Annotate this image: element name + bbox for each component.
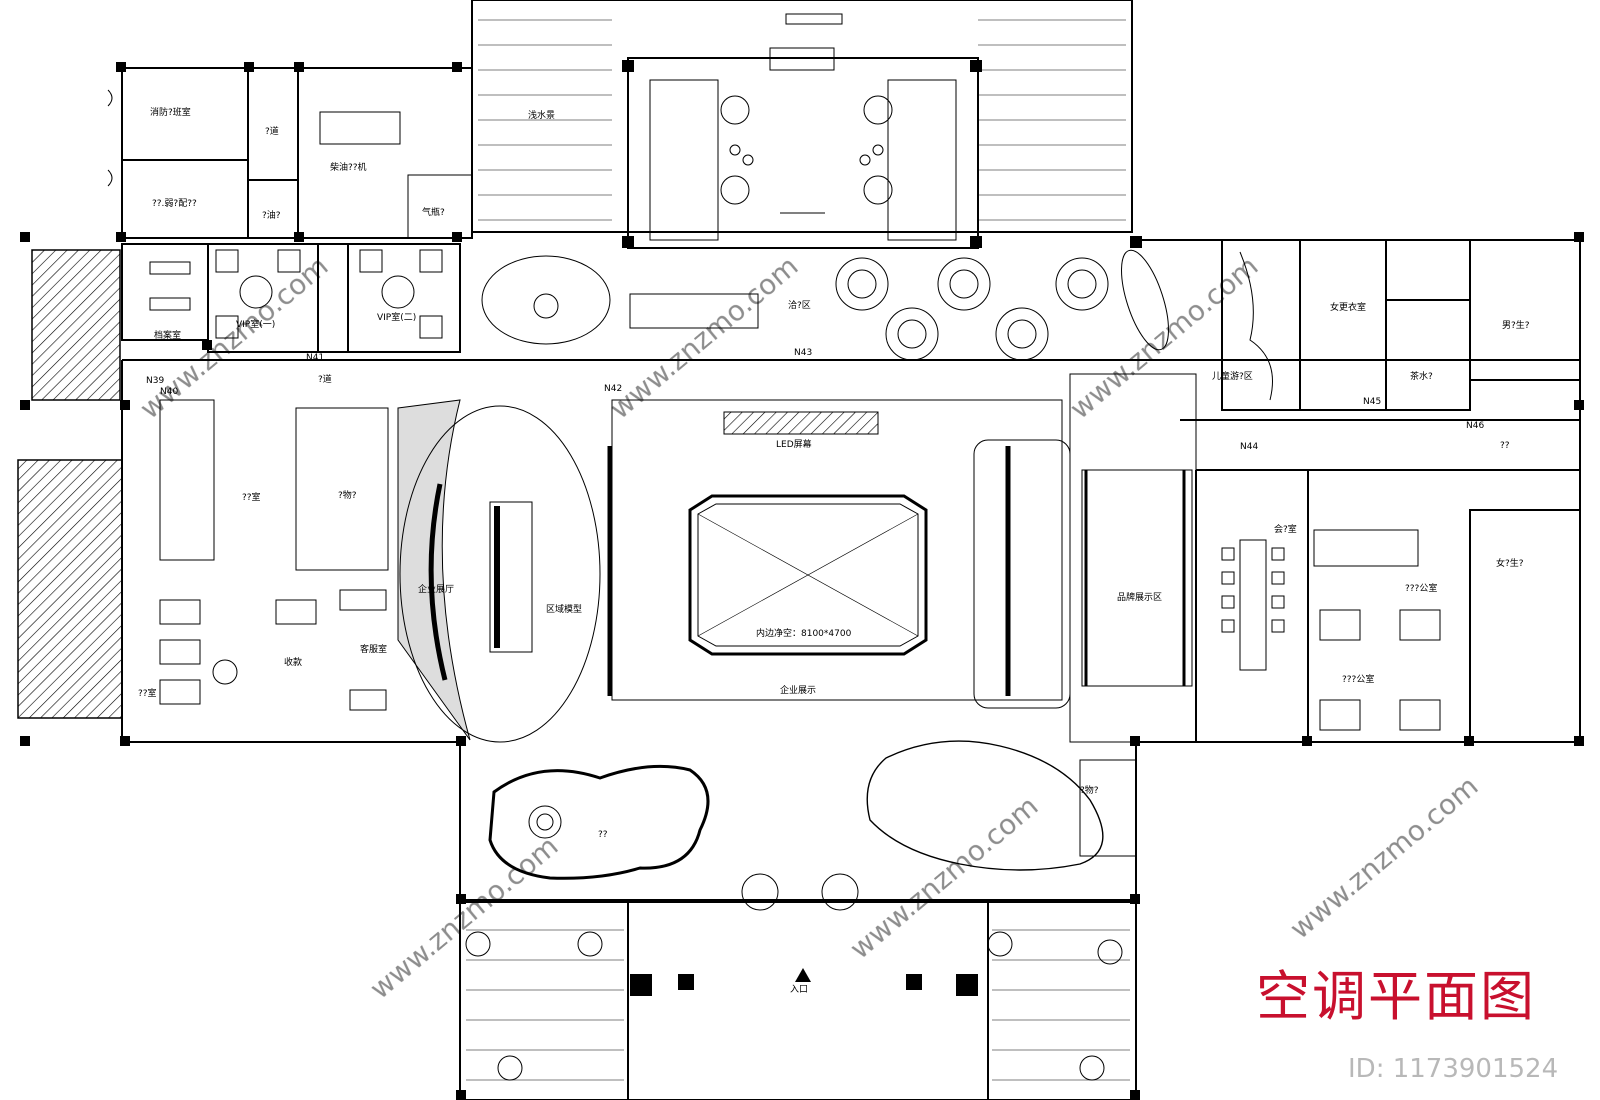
- left-office-zone: [159, 399, 389, 711]
- label-vip2: VIP室(二): [377, 311, 416, 323]
- label-diesel: 柴油??机: [330, 161, 367, 173]
- marker-n42: N42: [604, 384, 622, 394]
- watermark-text-4: www.znzmo.com: [363, 829, 564, 1005]
- drawing-title: 空调平面图: [1256, 965, 1536, 1028]
- label-shallow-water: 浅水景: [528, 109, 555, 121]
- label-oil: ?油?: [262, 209, 281, 221]
- enterprise-hall: [397, 399, 601, 743]
- label-enterprise-hall: 企业展厅: [418, 583, 454, 595]
- structural-columns: [20, 60, 1584, 1100]
- marker-n46: N46: [1466, 421, 1484, 431]
- right-offices: [1313, 529, 1441, 731]
- label-archive: 档案室: [154, 329, 181, 341]
- marker-n40: N40: [160, 387, 178, 397]
- label-male-wc: 男?生?: [1502, 319, 1530, 331]
- label-female-wc: 女?生?: [1496, 557, 1524, 569]
- label-tea: 茶水?: [1410, 370, 1433, 382]
- label-storage-bottom: ?物?: [1080, 784, 1099, 796]
- upper-pool-deck: [471, 0, 1133, 233]
- label-reception: 客服室: [360, 643, 387, 655]
- label-storage-left: ?物?: [338, 489, 357, 501]
- side-garden-lower: [17, 459, 123, 719]
- side-garden-upper: [31, 249, 121, 401]
- watermark-text-2: www.znzmo.com: [603, 249, 804, 425]
- label-inner-space: 内边净空：8100*4700: [756, 627, 852, 639]
- label-cashier: 收款: [284, 656, 302, 668]
- marker-n41: N41: [306, 353, 324, 363]
- meeting-room: [1221, 539, 1285, 671]
- label-gas: 气瓶?: [422, 206, 445, 218]
- room-labels: 消防?班室 ?道 柴油??机 ??.弱?配?? ?油? 气瓶? 浅水景 VIP室…: [138, 106, 1530, 995]
- upper-pavilion: [627, 47, 979, 249]
- label-water: ??: [598, 830, 608, 840]
- label-vip1: VIP室(一): [236, 318, 275, 330]
- central-exhibition: [607, 399, 1071, 709]
- label-office-left: ??室: [242, 491, 261, 503]
- entrance-portico: [459, 873, 1137, 1100]
- label-office-b: ???公室: [1342, 673, 1374, 685]
- brand-display: [1069, 373, 1197, 743]
- service-block: [107, 67, 473, 239]
- watermark: www.znzmo.com www.znzmo.com www.znzmo.co…: [133, 249, 1484, 1005]
- label-female-locker: 女更衣室: [1330, 301, 1366, 313]
- label-area-model: 区域模型: [546, 603, 582, 615]
- label-negotiation: 洽?区: [788, 299, 811, 311]
- marker-n43: N43: [794, 348, 812, 358]
- label-led: LED屏幕: [776, 438, 812, 450]
- label-enterprise-display: 企业展示: [780, 684, 816, 696]
- bottom-water-features: [488, 740, 1137, 880]
- label-fire-control: 消防?班室: [150, 106, 191, 118]
- label-corridor-mid: ?道: [318, 373, 332, 385]
- grid-markers: N39 N40 N41 N42 N43 N44 N45 N46: [146, 348, 1484, 452]
- watermark-text-6: www.znzmo.com: [1283, 769, 1484, 945]
- marker-n39: N39: [146, 376, 164, 386]
- label-meeting: 会?室: [1274, 523, 1297, 535]
- label-power: ??.弱?配??: [152, 198, 197, 209]
- top-right-rooms: [1221, 239, 1581, 743]
- label-corridor-right: ??: [1500, 441, 1510, 451]
- label-brand-display: 品牌展示区: [1117, 591, 1162, 603]
- image-id-label: ID: 1173901524: [1348, 1054, 1559, 1084]
- negotiation-tables: [481, 249, 1169, 361]
- label-office-bottom-left: ??室: [138, 687, 157, 699]
- label-corridor-top: ?道: [265, 125, 279, 137]
- marker-n44: N44: [1240, 442, 1258, 452]
- label-kids: 儿童游?区: [1212, 370, 1253, 382]
- label-entrance: 入口: [790, 984, 808, 995]
- label-office-a: ???公室: [1405, 582, 1437, 594]
- archive-room: [121, 243, 209, 341]
- marker-n45: N45: [1363, 397, 1381, 407]
- watermark-text-5: www.znzmo.com: [843, 789, 1044, 965]
